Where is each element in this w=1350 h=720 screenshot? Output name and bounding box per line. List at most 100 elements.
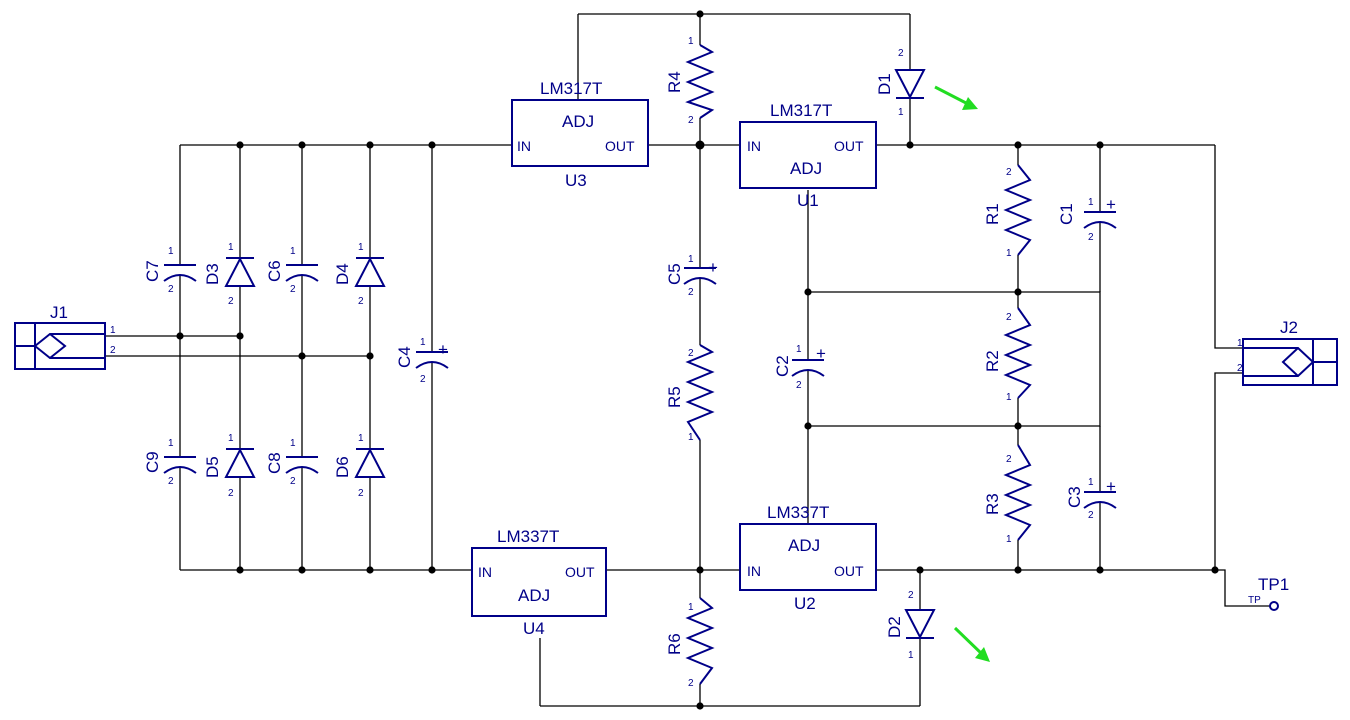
svg-text:1: 1 xyxy=(168,246,174,257)
diode-d5: D5 1 2 xyxy=(203,433,256,499)
svg-text:1: 1 xyxy=(688,602,694,613)
svg-text:1: 1 xyxy=(1006,392,1012,403)
r3-label: R3 xyxy=(983,493,1002,515)
svg-text:1: 1 xyxy=(228,433,234,444)
svg-text:1: 1 xyxy=(1088,197,1094,208)
u4-part: LM337T xyxy=(497,527,559,546)
svg-text:2: 2 xyxy=(1237,363,1243,374)
capacitor-c5: + C5 1 2 xyxy=(665,250,718,300)
svg-text:2: 2 xyxy=(688,348,694,359)
capacitor-c8: C8 1 2 xyxy=(265,438,319,487)
tp-label: TP xyxy=(1248,595,1261,606)
svg-text:2: 2 xyxy=(898,48,904,59)
resistor-r2: R2 2 1 xyxy=(983,307,1033,403)
svg-text:1: 1 xyxy=(290,438,296,449)
light-arrow-icon xyxy=(953,626,985,657)
svg-text:+: + xyxy=(1106,477,1116,496)
d5-label: D5 xyxy=(203,456,222,478)
c5-label: C5 xyxy=(665,263,684,285)
u4-out: OUT xyxy=(565,564,595,580)
connector-j1: J1 1 2 xyxy=(14,303,116,370)
svg-text:1: 1 xyxy=(358,433,364,444)
u1-out: OUT xyxy=(834,138,864,154)
junction-dots xyxy=(176,10,1219,710)
svg-text:2: 2 xyxy=(688,115,694,126)
regulator-u1: LM317T IN OUT ADJ U1 xyxy=(739,101,877,210)
d4-label: D4 xyxy=(333,263,352,285)
svg-text:2: 2 xyxy=(688,287,694,298)
svg-text:1: 1 xyxy=(1006,248,1012,259)
c6-label: C6 xyxy=(265,260,284,282)
c4-label: C4 xyxy=(395,346,414,368)
svg-text:+: + xyxy=(816,344,826,363)
d1-label: D1 xyxy=(875,73,894,95)
svg-text:1: 1 xyxy=(110,325,116,336)
regulator-u3: LM317T ADJ IN OUT U3 xyxy=(511,79,649,190)
svg-text:2: 2 xyxy=(110,345,116,356)
u4-in: IN xyxy=(478,564,492,580)
u2-in: IN xyxy=(747,563,761,579)
led-d2: D2 2 1 xyxy=(885,590,990,662)
c2-label: C2 xyxy=(773,355,792,377)
diode-d3: D3 1 2 xyxy=(203,242,256,307)
svg-text:+: + xyxy=(1106,195,1116,214)
u2-part: LM337T xyxy=(767,503,829,522)
resistor-r3: R3 2 1 xyxy=(983,444,1033,545)
d3-label: D3 xyxy=(203,263,222,285)
svg-text:1: 1 xyxy=(688,36,694,47)
svg-text:2: 2 xyxy=(358,296,364,307)
svg-text:2: 2 xyxy=(1088,510,1094,521)
c7-label: C7 xyxy=(143,260,162,282)
resistor-r1: R1 2 1 xyxy=(983,164,1033,259)
svg-text:2: 2 xyxy=(1006,454,1012,465)
u3-in: IN xyxy=(517,138,531,154)
svg-text:2: 2 xyxy=(168,284,174,295)
svg-text:2: 2 xyxy=(688,678,694,689)
svg-text:1: 1 xyxy=(1237,338,1243,349)
svg-text:1: 1 xyxy=(898,107,904,118)
capacitor-c6: C6 1 2 xyxy=(265,246,319,295)
svg-text:2: 2 xyxy=(1006,167,1012,178)
svg-text:2: 2 xyxy=(420,374,426,385)
svg-text:1: 1 xyxy=(290,246,296,257)
svg-text:+: + xyxy=(708,258,718,277)
wires xyxy=(105,13,1270,707)
u3-part: LM317T xyxy=(540,79,602,98)
u1-part: LM317T xyxy=(770,101,832,120)
u1-adj: ADJ xyxy=(790,159,822,178)
j2-label: J2 xyxy=(1280,318,1298,337)
resistor-r5: R5 2 1 xyxy=(665,344,715,443)
svg-text:1: 1 xyxy=(908,650,914,661)
testpoint-tp1: TP1 TP xyxy=(1248,575,1289,611)
capacitor-c1: + C1 1 2 xyxy=(1057,193,1117,243)
regulator-u4: LM337T IN OUT ADJ U4 xyxy=(471,527,607,638)
svg-text:1: 1 xyxy=(228,242,234,253)
svg-text:1: 1 xyxy=(796,344,802,355)
u3-ref: U3 xyxy=(565,171,587,190)
svg-text:2: 2 xyxy=(358,488,364,499)
u2-adj: ADJ xyxy=(788,536,820,555)
light-arrow-icon xyxy=(934,85,969,106)
led-d1: D1 2 1 xyxy=(875,48,978,128)
svg-text:2: 2 xyxy=(290,284,296,295)
resistor-r4: R4 1 2 xyxy=(665,36,715,126)
svg-text:1: 1 xyxy=(168,438,174,449)
c1-label: C1 xyxy=(1057,203,1076,225)
capacitor-c9: C9 1 2 xyxy=(143,438,197,487)
svg-text:2: 2 xyxy=(1006,312,1012,323)
d2-label: D2 xyxy=(885,616,904,638)
svg-text:1: 1 xyxy=(358,242,364,253)
diode-d6: D6 1 2 xyxy=(333,433,386,499)
capacitor-c2: + C2 1 2 xyxy=(773,344,826,391)
u4-ref: U4 xyxy=(523,619,545,638)
svg-text:2: 2 xyxy=(908,590,914,601)
svg-text:1: 1 xyxy=(1088,477,1094,488)
u3-adj: ADJ xyxy=(562,112,594,131)
j1-label: J1 xyxy=(50,303,68,322)
svg-text:2: 2 xyxy=(1088,232,1094,243)
u1-ref: U1 xyxy=(797,191,819,210)
capacitor-c4: + C4 1 2 xyxy=(395,337,449,385)
svg-text:1: 1 xyxy=(420,337,426,348)
u1-in: IN xyxy=(747,138,761,154)
